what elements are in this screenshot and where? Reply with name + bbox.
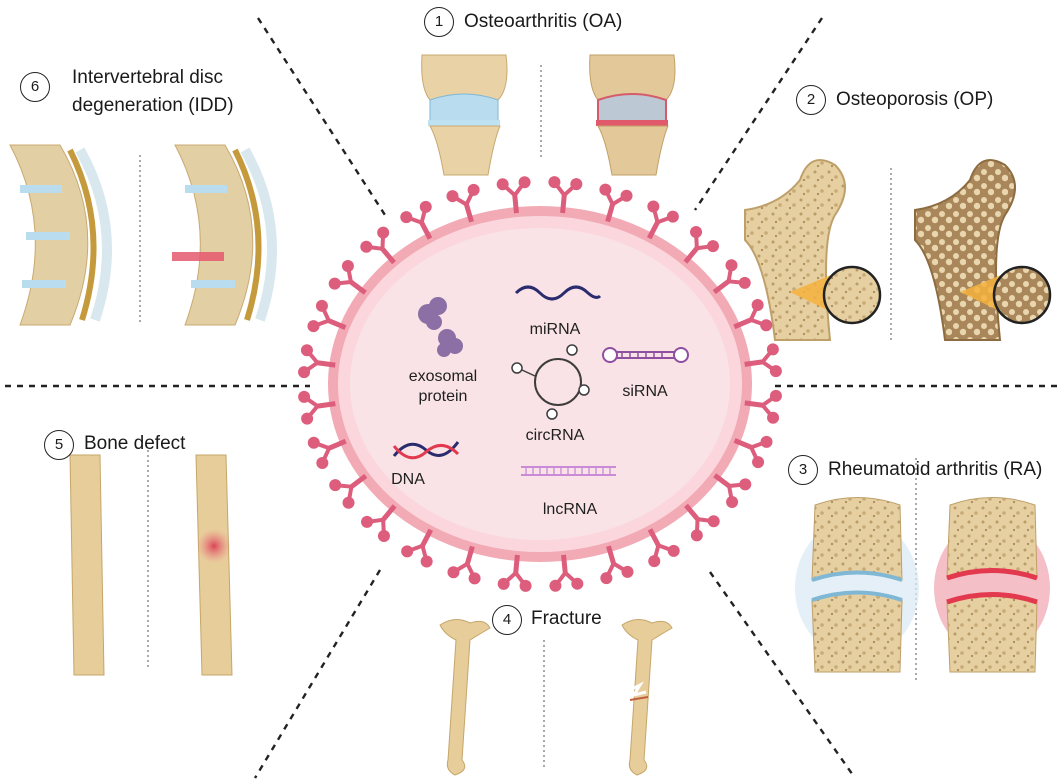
receptor-icon <box>400 200 433 240</box>
receptor-icon <box>329 473 368 509</box>
fracture-number-badge: 4 <box>492 605 522 635</box>
ra-number-badge: 3 <box>788 455 818 485</box>
receptor-icon <box>496 176 531 214</box>
protein-icon <box>418 297 463 357</box>
dna-label: DNA <box>391 471 425 488</box>
oa-number-badge: 1 <box>424 7 454 37</box>
divider-top-right <box>693 17 824 211</box>
bone-defect-lesion <box>197 529 231 563</box>
surface-receptors <box>298 176 782 592</box>
receptor-icon <box>497 554 532 592</box>
oa-diseased-knee <box>589 54 676 176</box>
ra-label: Rheumatoid arthritis (RA) <box>828 459 1043 480</box>
circrna-label: circRNA <box>525 427 585 444</box>
exosomal-protein-label-line2: protein <box>418 388 468 405</box>
receptor-icon <box>401 528 434 568</box>
receptor-icon <box>733 299 773 332</box>
receptor-icon <box>744 343 782 378</box>
lncrna-icon <box>521 466 616 476</box>
receptor-icon <box>647 528 680 568</box>
bone-defect-healthy-bone <box>69 454 105 676</box>
receptor-icon <box>713 473 752 508</box>
receptor-icon <box>683 226 719 264</box>
receptor-icon <box>328 260 367 295</box>
idd-label-line2: degeneration (IDD) <box>72 95 234 116</box>
idd-label-line1: Intervertebral disc <box>72 67 224 88</box>
receptor-icon <box>744 389 782 424</box>
divider-bottom-right <box>709 571 856 779</box>
idd-number-badge: 6 <box>20 72 50 102</box>
op-healthy-femur <box>744 159 882 341</box>
receptor-icon <box>307 299 347 333</box>
op-healthy-magnifier <box>822 265 882 325</box>
divider-bottom-left <box>253 569 382 779</box>
mirna-icon <box>514 285 602 301</box>
ra-inflamed-knee <box>934 497 1050 673</box>
receptor-icon <box>446 183 480 223</box>
receptor-icon <box>447 545 481 585</box>
mirna-label: miRNA <box>529 321 581 338</box>
receptor-icon <box>646 200 679 240</box>
comparison-dividers <box>139 65 917 770</box>
receptor-icon <box>684 503 720 542</box>
fracture-healthy-bone <box>439 619 491 776</box>
exosomal-protein-label-line1: exosomal <box>408 368 478 385</box>
bone-defect-number-badge: 5 <box>44 430 74 460</box>
receptor-icon <box>307 436 347 469</box>
circrna-icon <box>511 344 590 420</box>
receptor-icon <box>549 554 584 592</box>
op-number-badge: 2 <box>796 85 826 115</box>
bone-defect-label: Bone defect <box>84 433 186 454</box>
dna-icon <box>392 441 460 460</box>
receptor-icon <box>600 545 634 585</box>
op-porous-magnifier <box>992 265 1052 325</box>
lncrna-label: lncRNA <box>542 501 598 518</box>
exosome-vesicle <box>298 176 782 592</box>
op-label: Osteoporosis (OP) <box>836 89 994 110</box>
bone-defect-damaged-bone <box>195 454 233 676</box>
receptor-icon <box>360 226 396 265</box>
sirna-label: siRNA <box>622 383 668 400</box>
op-osteoporotic-femur <box>914 159 1052 341</box>
divider-top-left <box>256 17 387 216</box>
oa-label: Osteoarthritis (OA) <box>464 11 623 32</box>
receptor-icon <box>599 183 633 223</box>
fracture-label: Fracture <box>531 608 602 629</box>
oa-healthy-knee <box>421 54 508 176</box>
idd-degenerated-spine <box>172 144 277 326</box>
section-dividers <box>5 17 1057 779</box>
fracture-broken-bone <box>621 619 673 776</box>
sirna-icon <box>602 347 689 363</box>
receptor-icon <box>298 390 336 425</box>
receptor-icon <box>733 435 773 469</box>
ra-healthy-knee <box>795 497 919 673</box>
receptor-icon <box>712 259 751 295</box>
idd-healthy-spine <box>9 144 112 326</box>
receptor-icon <box>298 344 336 379</box>
receptor-icon <box>361 504 397 542</box>
receptor-icon <box>548 176 583 214</box>
